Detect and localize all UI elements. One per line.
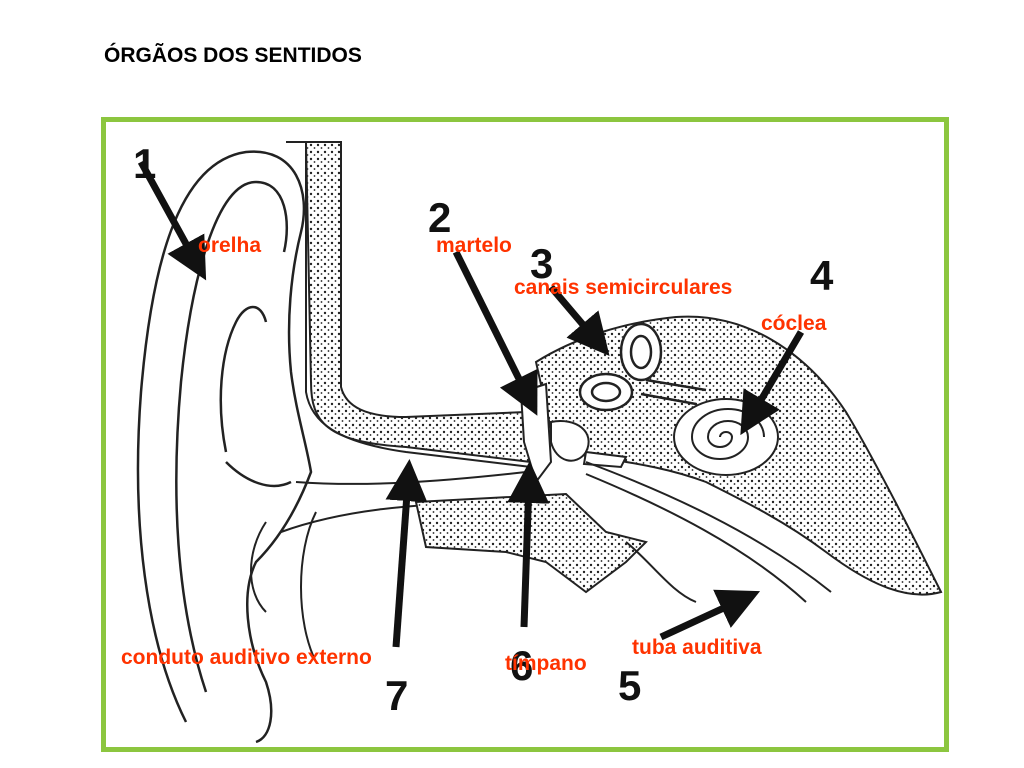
label-conduto-auditivo-externo: conduto auditivo externo bbox=[121, 646, 372, 669]
number-3: 3 bbox=[530, 240, 554, 287]
number-4: 4 bbox=[810, 252, 834, 299]
arrow-1 bbox=[137, 160, 207, 281]
diagram-frame: 1 2 3 4 5 6 7 orelha martelo canais semi… bbox=[101, 117, 949, 752]
label-coclea: cóclea bbox=[761, 312, 827, 335]
number-5: 5 bbox=[618, 662, 642, 709]
label-martelo: martelo bbox=[436, 234, 512, 257]
arrow-6 bbox=[507, 461, 550, 628]
temporal-bone-upper bbox=[304, 141, 557, 464]
number-2: 2 bbox=[428, 194, 452, 241]
arrow-4 bbox=[740, 330, 805, 436]
page-title: ÓRGÃOS DOS SENTIDOS bbox=[104, 44, 362, 67]
label-canais-semicirculares: canais semicirculares bbox=[514, 276, 733, 299]
label-orelha: orelha bbox=[198, 234, 262, 257]
number-7: 7 bbox=[385, 672, 409, 719]
semicircular-canals bbox=[578, 322, 707, 412]
number-1: 1 bbox=[133, 140, 157, 187]
arrow-7 bbox=[385, 459, 428, 648]
label-tuba-auditiva: tuba auditiva bbox=[632, 636, 762, 659]
ear-diagram bbox=[136, 141, 943, 744]
arrow-2 bbox=[452, 250, 538, 416]
eustachian-tube bbox=[585, 461, 832, 603]
label-timpano: tímpano bbox=[505, 652, 587, 675]
cochlea-spiral bbox=[673, 398, 779, 476]
arrow-5 bbox=[659, 589, 761, 641]
pointer-arrows bbox=[137, 160, 805, 648]
arrow-3 bbox=[548, 284, 610, 357]
temporal-bone-lower bbox=[414, 492, 648, 594]
pinna-shape bbox=[136, 150, 313, 744]
number-6: 6 bbox=[510, 642, 534, 689]
